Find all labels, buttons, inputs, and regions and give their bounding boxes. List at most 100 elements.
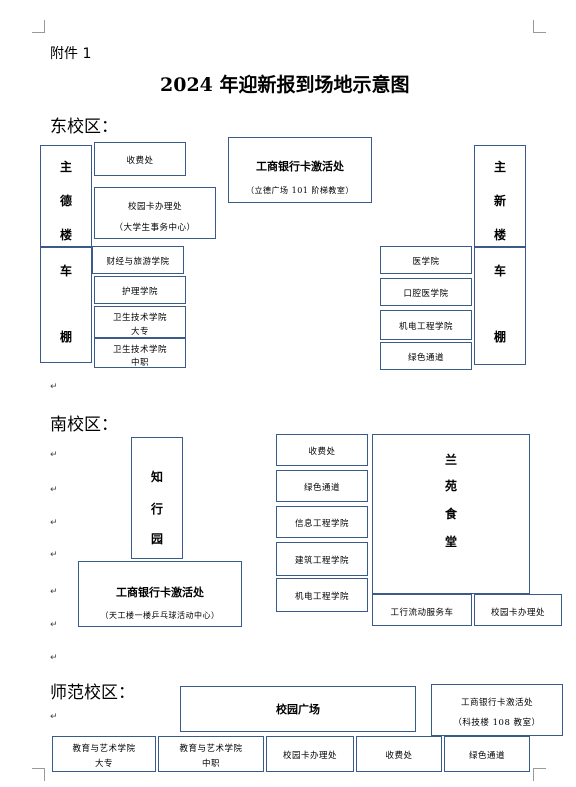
health-tech-zhongzhi: 卫生技术学院 中职: [94, 338, 186, 368]
return-mark: ↵: [50, 382, 58, 392]
corner-mark-tl: [32, 20, 45, 33]
south-fee-office: 收费处: [276, 434, 368, 466]
normal-fee-label: 收费处: [385, 751, 413, 761]
icbc-mobile-service: 工行流动服务车: [372, 594, 472, 626]
finance-tourism-college: 财经与旅游学院: [92, 246, 184, 274]
info-label: 信息工程学院: [294, 519, 349, 529]
south-icbc-activation: 工商银行卡激活处 （天工楼一楼乒乓球活动中心）: [78, 561, 242, 627]
edu-dz-l1: 教育与艺术学院: [72, 744, 136, 754]
zhixing-garden: 知 行 园: [131, 437, 183, 559]
return-mark: ↵: [50, 620, 58, 630]
south-mech-label: 机电工程学院: [294, 592, 349, 602]
health-zz-l1: 卫生技术学院: [112, 345, 167, 355]
lanyuan-canteen: 兰 苑 食 堂: [372, 434, 530, 594]
south-fee-label: 收费处: [308, 447, 336, 457]
east-icbc-title: 工商银行卡激活处: [256, 160, 344, 173]
info-eng-college: 信息工程学院: [276, 506, 368, 538]
return-mark: ↵: [50, 550, 58, 560]
plaza-label: 校园广场: [276, 703, 320, 716]
edu-zz-l1: 教育与艺术学院: [179, 744, 243, 754]
return-mark: ↵: [50, 653, 58, 663]
zhixing-c2: 行: [150, 502, 163, 516]
normal-card-office: 校园卡办理处: [266, 736, 354, 772]
east-green-channel: 绿色通道: [380, 342, 472, 370]
east-campus-heading: 东校区：: [50, 117, 118, 137]
south-icbc-sub: （天工楼一楼乒乓球活动中心）: [100, 611, 220, 620]
icbc-mobile-label: 工行流动服务车: [390, 608, 454, 618]
health-dz-l2: 大专: [130, 327, 149, 337]
edu-art-dazhuan: 教育与艺术学院 大专: [52, 736, 156, 772]
east-fee-office: 收费处: [94, 142, 186, 176]
attachment-label: 附件 1: [50, 46, 92, 62]
south-green-label: 绿色通道: [303, 483, 340, 493]
corner-mark-tr: [533, 20, 546, 33]
shed-left-c1: 车: [59, 264, 72, 278]
dental-label: 口腔医学院: [403, 289, 449, 299]
health-tech-dazhuan: 卫生技术学院 大专: [94, 306, 186, 338]
east-card-l1: 校园卡办理处: [127, 202, 182, 212]
zhude-building: 主 德 楼: [40, 145, 92, 247]
edu-art-zhongzhi: 教育与艺术学院 中职: [158, 736, 264, 772]
dental-college: 口腔医学院: [380, 278, 472, 306]
return-mark: ↵: [50, 450, 58, 460]
corner-mark-br: [533, 768, 546, 781]
return-mark: ↵: [50, 712, 58, 722]
east-icbc-sub: （立德广场 101 阶梯教室）: [246, 186, 354, 195]
finance-label: 财经与旅游学院: [106, 257, 170, 267]
zhuxin-c1: 主: [493, 160, 506, 174]
normal-icbc-sub: （科技楼 108 教室）: [453, 718, 541, 728]
bike-shed-left: 车 棚: [40, 247, 92, 363]
normal-icbc-activation: 工商银行卡激活处 （科技楼 108 教室）: [431, 684, 563, 736]
canteen-c4: 堂: [444, 535, 457, 549]
return-mark: ↵: [50, 485, 58, 495]
zhude-c2: 德: [59, 194, 72, 208]
edu-zz-l2: 中职: [201, 759, 220, 769]
zhuxin-building: 主 新 楼: [474, 145, 526, 247]
east-icbc-activation: 工商银行卡激活处 （立德广场 101 阶梯教室）: [228, 137, 372, 203]
nursing-college: 护理学院: [94, 276, 186, 304]
canteen-c3: 食: [444, 507, 457, 521]
canteen-c2: 苑: [444, 479, 457, 493]
medical-college: 医学院: [380, 246, 472, 274]
zhixing-c3: 园: [150, 532, 163, 546]
shed-right-c3: 棚: [493, 330, 506, 344]
arch-label: 建筑工程学院: [294, 556, 349, 566]
nursing-label: 护理学院: [121, 287, 158, 297]
edu-dz-l2: 大专: [94, 759, 113, 769]
east-card-office: 校园卡办理处 （大学生事务中心）: [94, 187, 216, 239]
zhixing-c1: 知: [150, 470, 163, 484]
health-zz-l2: 中职: [130, 358, 149, 368]
shed-right-c1: 车: [493, 264, 506, 278]
canteen-c1: 兰: [444, 453, 457, 467]
return-mark: ↵: [50, 518, 58, 528]
normal-icbc-title: 工商银行卡激活处: [460, 698, 533, 708]
medical-label: 医学院: [412, 257, 440, 267]
normal-green-channel: 绿色通道: [444, 736, 530, 772]
shed-left-c3: 棚: [59, 330, 72, 344]
south-campus-heading: 南校区：: [50, 415, 118, 435]
east-mech-college: 机电工程学院: [380, 310, 472, 340]
south-card-label: 校园卡办理处: [490, 608, 545, 618]
zhuxin-c2: 新: [493, 194, 506, 208]
south-green-channel: 绿色通道: [276, 470, 368, 502]
south-card-office: 校园卡办理处: [474, 594, 562, 626]
zhuxin-c3: 楼: [493, 228, 506, 242]
corner-mark-bl: [32, 768, 45, 781]
normal-fee-office: 收费处: [356, 736, 442, 772]
east-green-label: 绿色通道: [407, 353, 444, 363]
arch-eng-college: 建筑工程学院: [276, 542, 368, 576]
south-icbc-title: 工商银行卡激活处: [116, 586, 204, 599]
east-mech-label: 机电工程学院: [398, 322, 453, 332]
normal-campus-heading: 师范校区：: [50, 683, 135, 703]
page-title: 2024 年迎新报到场地示意图: [160, 74, 410, 96]
normal-green-label: 绿色通道: [468, 751, 505, 761]
campus-plaza: 校园广场: [180, 686, 416, 732]
normal-card-label: 校园卡办理处: [282, 751, 337, 761]
south-mech-college: 机电工程学院: [276, 578, 368, 612]
east-fee-label: 收费处: [126, 156, 154, 166]
zhude-c3: 楼: [59, 228, 72, 242]
east-card-l2: （大学生事务中心）: [114, 223, 196, 233]
bike-shed-right: 车 棚: [474, 247, 526, 365]
return-mark: ↵: [50, 587, 58, 597]
zhude-c1: 主: [59, 160, 72, 174]
